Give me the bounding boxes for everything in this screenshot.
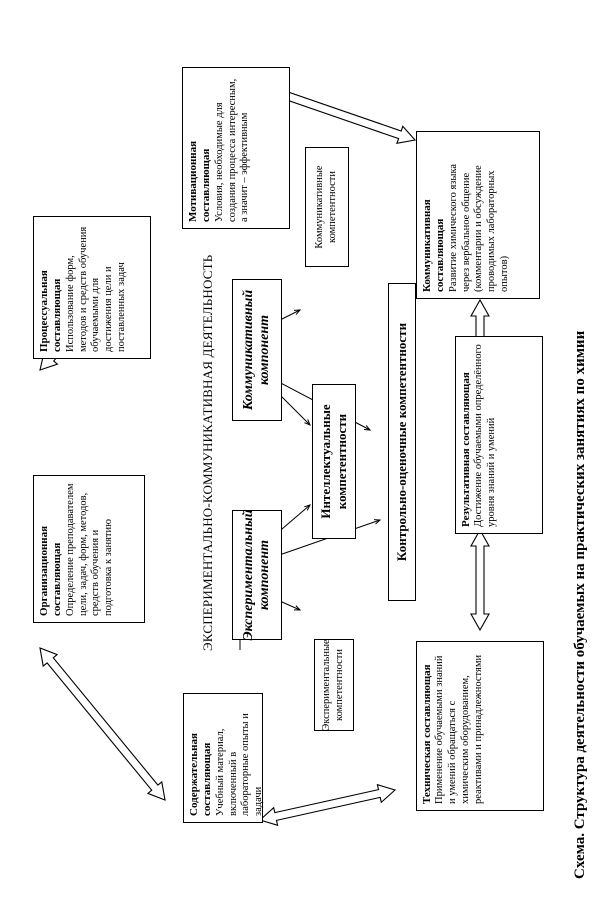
- motivational-component-title: Мотивационная составляющая: [187, 140, 213, 222]
- content-component-title: Содержательная составляющая: [188, 733, 214, 816]
- motivational-component-text: Условия, необходимые для создания процес…: [213, 78, 251, 222]
- procedural-component-text: Использование форм, методов и средств об…: [64, 226, 127, 352]
- arrow-content-technical: [258, 783, 397, 827]
- organizational-component-text: Определение преподавателем цели, задач, …: [64, 483, 115, 616]
- content-component-box: Содержательная составляющая Учебный мате…: [183, 693, 265, 823]
- experimental-competences: Экспериментальные компетентности: [314, 639, 354, 731]
- organizational-component-title: Организационная составляющая: [38, 525, 64, 616]
- link-exp-to-expcomp-head: [293, 605, 302, 611]
- link-exp-to-intcomp-head: [304, 504, 311, 511]
- activity-banner: ЭКСПЕРИМЕНТАЛЬНО-КОММУНИКАТИВНАЯ ДЕЯТЕЛЬ…: [200, 254, 215, 651]
- technical-component-box: Техническая составляющая Применение обуч…: [416, 641, 544, 811]
- resultative-component-text: Достижение обучаемыми определённого уров…: [473, 344, 498, 527]
- arrow-organizational-content: [39, 647, 166, 801]
- technical-component-title: Техническая составляющая: [421, 664, 433, 804]
- link-comm-to-intcomp-head: [304, 419, 311, 426]
- motivational-component-box: Мотивационная составляющая Условия, необ…: [182, 67, 290, 229]
- control-evaluation-competences: Контрольно-оценочные компетентности: [388, 283, 416, 601]
- link-exp-to-control: [264, 519, 381, 561]
- link-exp-to-control-head: [373, 519, 382, 525]
- communicative-component-text: Развитие химического языка через вербаль…: [447, 163, 510, 292]
- technical-component-text: Применение обучаемыми знаний и умений об…: [434, 654, 484, 804]
- content-component-text: Учебный материал, включенный в лаборатор…: [214, 713, 265, 816]
- link-comm-to-commcomp-head: [293, 309, 302, 315]
- diagram-caption: Схема. Структура деятельности обучаемых …: [572, 330, 588, 879]
- communicative-competences: Коммуникативные компетентности: [305, 147, 349, 267]
- procedural-component-box: Процессуальная составляющая Использовани…: [33, 216, 151, 359]
- intellectual-competences: Интеллектуальные компетентности: [312, 384, 356, 539]
- resultative-component-title: Результативная составляющая: [460, 372, 472, 527]
- experimental-component: Экспериментальный компонент: [232, 510, 282, 641]
- communicative-component-box: Коммуникативная составляющая Развитие хи…: [416, 131, 540, 299]
- communicative-component-title: Коммуникативная составляющая: [421, 199, 447, 292]
- link-comm-to-intcomp: [279, 394, 311, 426]
- link-comm-to-control-head: [363, 425, 372, 431]
- organizational-component-box: Организационная составляющая Определение…: [33, 475, 145, 623]
- procedural-component-title: Процессуальная составляющая: [38, 270, 64, 352]
- resultative-component-box: Результативная составляющая Достижение о…: [455, 336, 543, 534]
- communicative-component: Коммуникативный компонент: [232, 279, 282, 421]
